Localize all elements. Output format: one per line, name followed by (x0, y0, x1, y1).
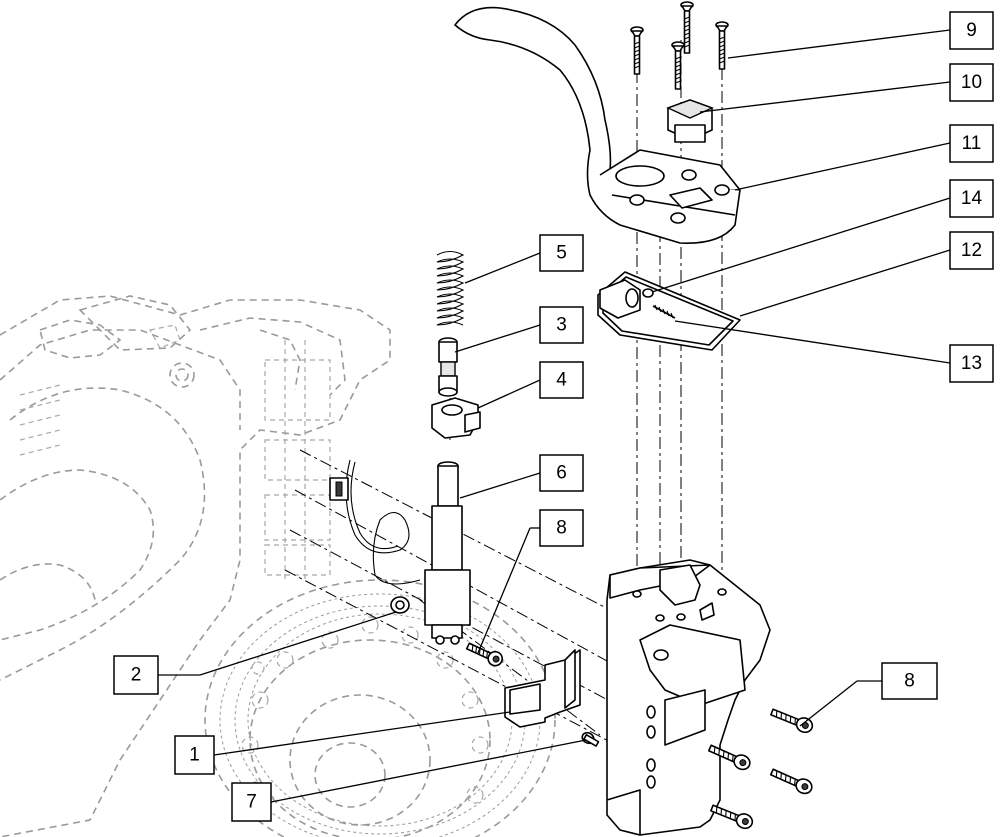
handle-lever (454, 6, 741, 244)
wiring-harness (329, 459, 421, 585)
ghost-wheelchair-frame (0, 295, 391, 837)
callout-8-upper-label: 8 (556, 518, 567, 539)
screw-7 (581, 731, 600, 747)
callout-12-label: 12 (961, 240, 982, 261)
callout-6-label: 6 (556, 463, 567, 484)
screw-8-upper (465, 642, 503, 667)
mount-bracket (504, 649, 581, 728)
callout-3-label: 3 (556, 315, 567, 336)
callout-13-label: 13 (961, 353, 982, 374)
callout-5: 5 (539, 234, 584, 272)
callout-2: 2 (113, 655, 159, 695)
callout-7-label: 7 (246, 792, 257, 813)
callout-9-label: 9 (966, 20, 977, 41)
callout-7: 7 (231, 782, 272, 822)
wire-bracket (597, 271, 741, 351)
spring (436, 250, 465, 326)
mounting-block (606, 559, 771, 836)
callout-8-lower: 8 (881, 662, 938, 700)
callout-11: 11 (949, 124, 994, 163)
actuator-tube (424, 461, 471, 645)
callout-12: 12 (949, 231, 994, 270)
callout-10: 10 (949, 63, 994, 102)
collar-clamp (431, 397, 481, 439)
screws-8-lower (707, 708, 814, 830)
callout-3: 3 (539, 306, 584, 344)
callout-4: 4 (539, 361, 584, 399)
callout-1: 1 (174, 735, 215, 775)
plunger (438, 337, 458, 397)
callout-1-label: 1 (189, 745, 200, 766)
callout-11-label: 11 (962, 133, 982, 154)
callout-4-label: 4 (556, 370, 567, 391)
callout-6: 6 (539, 454, 584, 492)
screws-9 (630, 1, 729, 90)
callout-10-label: 10 (961, 72, 982, 93)
callout-14-label: 14 (961, 188, 983, 209)
push-button (666, 99, 714, 143)
callout-13: 13 (949, 344, 994, 383)
leader-lines (158, 29, 951, 803)
callout-14: 14 (949, 179, 994, 218)
callout-8-lower-label: 8 (904, 671, 915, 692)
callout-9: 9 (949, 11, 994, 50)
callout-8-upper: 8 (539, 509, 584, 547)
spacer (390, 596, 410, 614)
callout-5-label: 5 (556, 243, 567, 264)
callout-2-label: 2 (131, 665, 142, 686)
